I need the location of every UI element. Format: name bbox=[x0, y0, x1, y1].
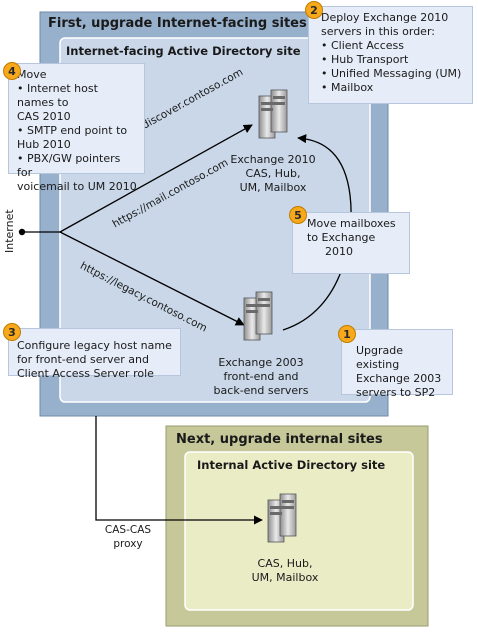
deploy-item: Hub Transport bbox=[321, 53, 466, 67]
server-stack-icon bbox=[258, 89, 288, 139]
internet-dot bbox=[18, 228, 26, 236]
deploy-item: Unified Messaging (UM) bbox=[321, 67, 466, 81]
cas-proxy-label: CAS-CAS proxy bbox=[102, 523, 154, 551]
step-3-callout: Configure legacy host name for front-end… bbox=[8, 328, 181, 380]
internal-site-box bbox=[184, 451, 414, 611]
deploy-item: Client Access bbox=[321, 39, 466, 53]
first-region-title: First, upgrade Internet-facing sites bbox=[48, 16, 307, 31]
internet-site-title: Internet-facing Active Directory site bbox=[66, 44, 301, 58]
step-5-callout: Move mailboxes to Exchange 2010 bbox=[292, 212, 410, 274]
step-1-badge: 1 bbox=[338, 325, 356, 343]
step-2-badge: 2 bbox=[305, 1, 323, 19]
step-4-badge: 4 bbox=[3, 62, 21, 80]
internal-site-title: Internal Active Directory site bbox=[197, 458, 386, 472]
deploy-item: Mailbox bbox=[321, 81, 466, 95]
step-2-callout: Deploy Exchange 2010 servers in this ord… bbox=[308, 6, 473, 104]
step-5-badge: 5 bbox=[289, 206, 307, 224]
step-4-callout: Move • Internet host names to CAS 2010 •… bbox=[8, 63, 145, 193]
internal-server-label: CAS, Hub, UM, Mailbox bbox=[251, 557, 319, 584]
server-stack-icon bbox=[267, 493, 297, 543]
connector-to-exchange-2010 bbox=[59, 124, 253, 233]
server-stack-icon bbox=[243, 291, 273, 341]
step-1-callout: Upgrade existing Exchange 2003 servers t… bbox=[341, 329, 453, 399]
cas-proxy-connector bbox=[95, 416, 263, 525]
next-region-title: Next, upgrade internal sites bbox=[176, 432, 383, 447]
exchange-2010-label: Exchange 2010 CAS, Hub, UM, Mailbox bbox=[230, 153, 316, 194]
exchange-2003-label: Exchange 2003 front-end and back-end ser… bbox=[213, 356, 309, 397]
internet-label: Internet bbox=[3, 209, 16, 253]
connector-to-exchange-2003 bbox=[59, 231, 245, 326]
mailbox-move-arc bbox=[282, 134, 352, 331]
step-3-badge: 3 bbox=[3, 323, 21, 341]
